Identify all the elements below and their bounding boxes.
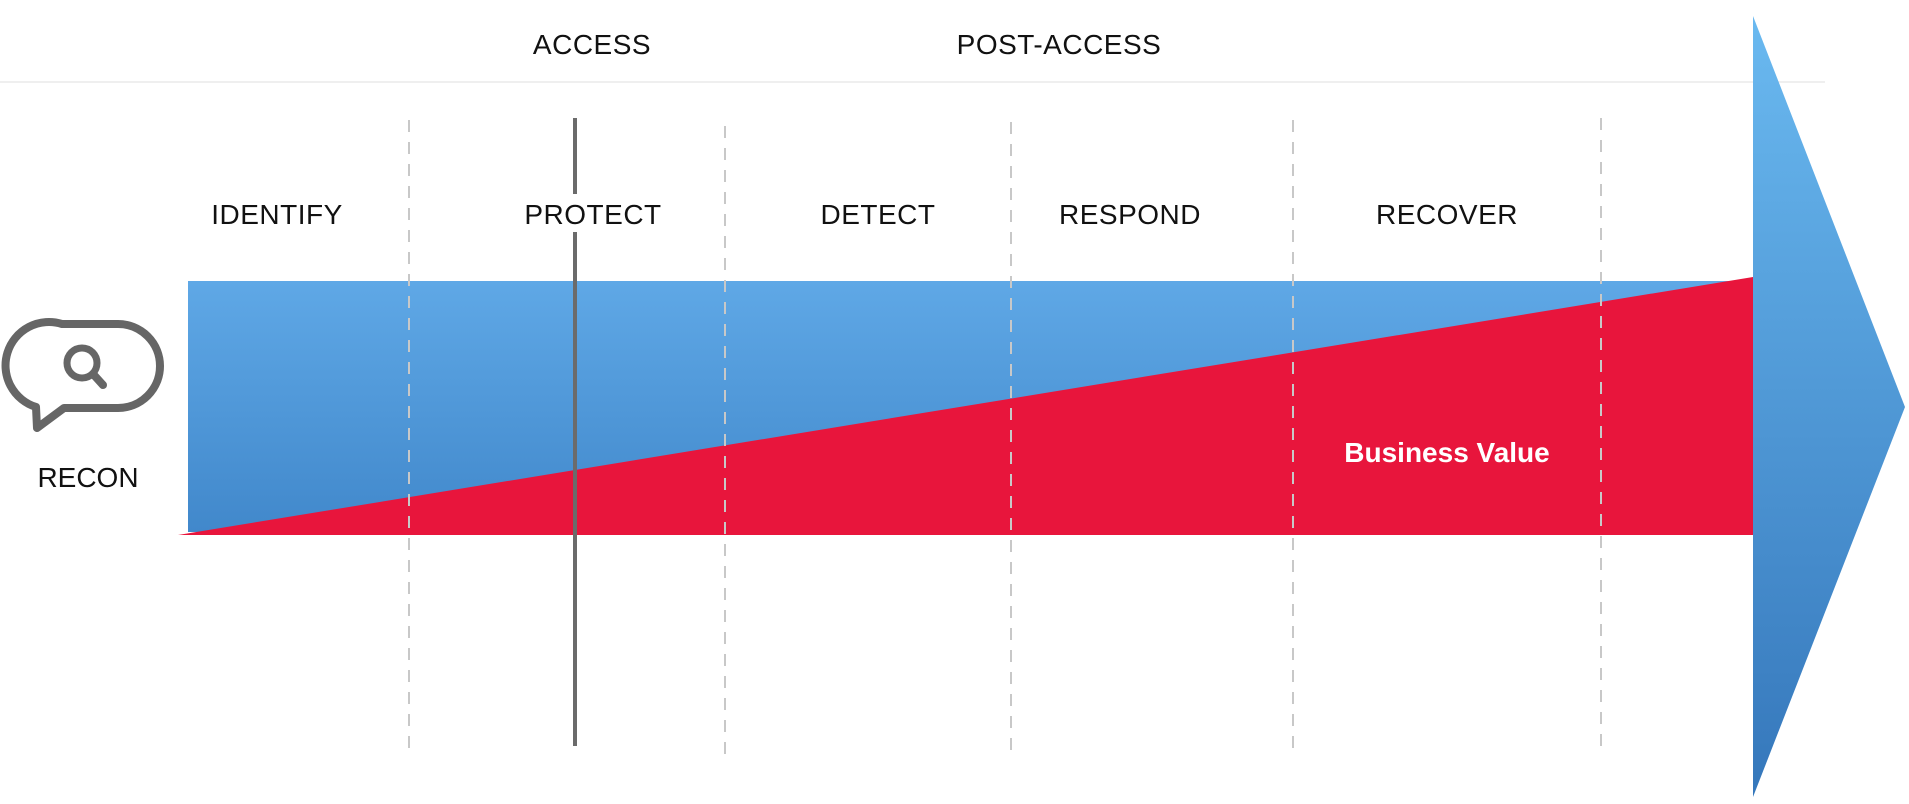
phase-label-respond: RESPOND bbox=[1059, 199, 1201, 230]
phase-label-recover: RECOVER bbox=[1376, 199, 1518, 230]
phase-label-protect: PROTECT bbox=[524, 199, 661, 230]
business-value-label: Business Value bbox=[1344, 437, 1549, 468]
phase-label-detect: DETECT bbox=[821, 199, 936, 230]
arrow-head bbox=[1753, 16, 1905, 797]
group-label-access: ACCESS bbox=[533, 29, 651, 60]
search-chat-icon bbox=[1, 318, 164, 432]
business-value-wedge bbox=[178, 277, 1753, 535]
phase-label-identify: IDENTIFY bbox=[211, 199, 343, 230]
recon-label: RECON bbox=[37, 462, 138, 493]
group-label-post-access: POST-ACCESS bbox=[957, 29, 1162, 60]
